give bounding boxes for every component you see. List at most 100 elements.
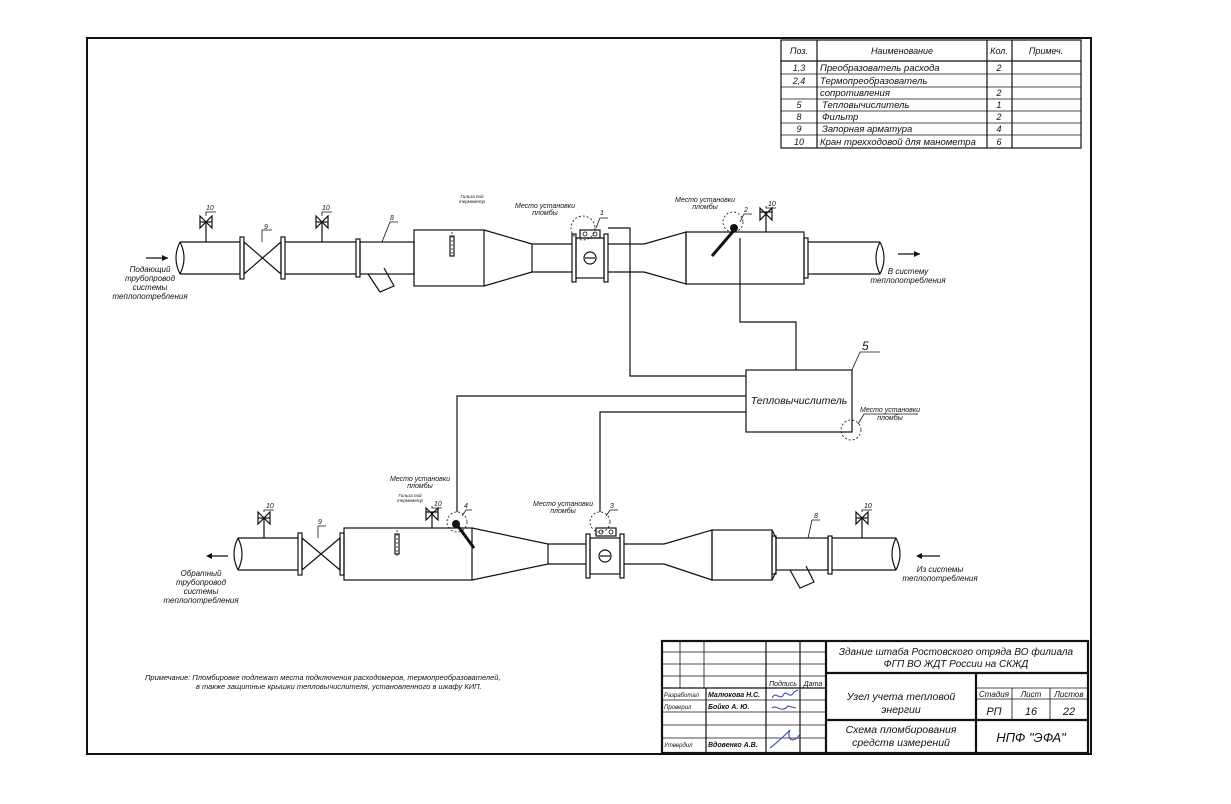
- spec-row-qty: 2: [995, 112, 1001, 122]
- seal-place-label: пломбы: [407, 482, 433, 490]
- spec-header-pos: Поз.: [790, 46, 808, 56]
- tag-label: 10: [434, 501, 442, 508]
- seal-mark: [570, 215, 596, 241]
- gauge-valve-10: [257, 510, 271, 538]
- tag-label: 10: [322, 205, 330, 212]
- note-line: Примечание: Пломбировке подлежат места п…: [145, 673, 501, 682]
- supply-out-label: В систему: [888, 267, 929, 276]
- tag-label: 10: [206, 205, 214, 212]
- role-label: Проверил: [664, 705, 692, 711]
- supply-in-label: Подающий: [130, 265, 171, 274]
- note: Примечание: Пломбировке подлежат места п…: [145, 673, 501, 691]
- spec-row-pos: 10: [794, 137, 804, 147]
- calculator-label: Тепловычислитель: [751, 395, 848, 407]
- organization-line: ФГП ВО ЖДТ России на СКЖД: [884, 659, 1029, 670]
- shutoff-valve-9: [243, 241, 282, 275]
- tag-label: 9: [264, 224, 268, 231]
- seal-mark: [840, 419, 862, 441]
- spec-row-qty: 6: [996, 137, 1001, 147]
- gauge-valve-10: [855, 510, 869, 538]
- col-sheets-label: Листов: [1053, 690, 1083, 699]
- company-name: НПФ "ЭФА": [996, 730, 1067, 745]
- sleeve-label: Гильза под: [461, 194, 484, 199]
- tag-label: 10: [768, 201, 776, 208]
- seal-place-label: пломбы: [692, 203, 718, 211]
- return-out-label: системы: [184, 587, 219, 596]
- col-stage-label: Стадия: [979, 690, 1010, 699]
- spec-row-pos: 9: [796, 124, 801, 134]
- tag-label: 10: [266, 503, 274, 510]
- seal-place-label: Место установки: [390, 476, 450, 483]
- sheet-title-line: средств измерений: [852, 737, 950, 749]
- tag-label: 2: [743, 207, 748, 214]
- spec-row-pos: 1,3: [793, 63, 806, 73]
- seal-mark: [589, 511, 611, 533]
- spec-row-name: Термопреобразователь: [820, 76, 927, 87]
- seal-place-label: пломбы: [550, 507, 576, 515]
- spec-row-name: Преобразователь расхода: [820, 63, 940, 74]
- return-out-label: Обратный: [180, 569, 222, 578]
- return-in-label: теплопотребления: [902, 574, 978, 583]
- signature: [771, 689, 799, 699]
- signature: [771, 705, 797, 710]
- diagram-labels: 10 10 9 8 1 2 10 5 10 9 10 4 3 8 10 Мест…: [112, 194, 978, 605]
- organization-line: Здание штаба Ростовского отряда ВО филиа…: [839, 646, 1074, 658]
- return-pipeline: [206, 506, 940, 589]
- title-block: Подпись Дата Разработал Малюкова Н.С. Пр…: [660, 639, 1090, 755]
- sheet-title-line: Схема пломбирования: [846, 724, 957, 736]
- tag-label: 9: [318, 519, 322, 526]
- thermosensor-2: [710, 227, 738, 257]
- spec-row-pos: 5: [796, 100, 802, 110]
- supply-in-label: трубопровод: [125, 274, 176, 283]
- role-name: Бойко А. Ю.: [708, 703, 750, 711]
- signal-wiring: [456, 227, 797, 512]
- object-line: энергии: [881, 704, 921, 716]
- supply-in-label: системы: [133, 283, 168, 292]
- col-sheet-label: Лист: [1020, 690, 1042, 699]
- spec-row-qty: 2: [995, 63, 1001, 73]
- spec-row-qty: 4: [996, 124, 1001, 134]
- shutoff-valve-9: [301, 537, 341, 571]
- tag-label: 10: [864, 503, 872, 510]
- supply-out-label: теплопотребления: [870, 276, 946, 285]
- sleeve-label: термометр: [397, 498, 424, 503]
- col-date-label: Дата: [803, 681, 823, 688]
- role-name: Вдовенко А.В.: [708, 741, 758, 749]
- gauge-valve-10: [759, 206, 773, 232]
- spec-row-name: Запорная арматура: [822, 124, 912, 135]
- return-out-label: теплопотребления: [163, 596, 239, 605]
- spec-row-pos: 2,4: [792, 76, 806, 86]
- sheets-value: 22: [1062, 706, 1075, 718]
- spec-row-name: Кран трехходовой для манометра: [820, 137, 976, 148]
- seal-place-label: Место установки: [515, 203, 575, 210]
- sleeve-label: термометр: [459, 199, 486, 204]
- tag-label: 8: [814, 513, 818, 520]
- role-label: Утвердил: [663, 743, 693, 749]
- role-name: Малюкова Н.С.: [708, 692, 760, 699]
- spec-header-qty: Кол.: [990, 46, 1008, 56]
- tag-label: 1: [600, 210, 604, 217]
- signature: [769, 729, 801, 749]
- gauge-valve-10: [199, 214, 213, 242]
- spec-row-pos: 8: [796, 112, 801, 122]
- spec-header-name: Наименование: [871, 46, 933, 56]
- object-line: Узел учета тепловой: [846, 691, 956, 703]
- supply-in-label: теплопотребления: [112, 292, 188, 301]
- tag-label: 8: [390, 215, 394, 222]
- seal-mark: [446, 511, 468, 533]
- col-sign-label: Подпись: [769, 680, 797, 688]
- tag-label: 5: [862, 339, 869, 353]
- return-in-label: Из системы: [917, 565, 964, 574]
- spec-header-note: Примеч.: [1029, 46, 1063, 56]
- spec-row-qty: 1: [996, 100, 1001, 110]
- filter-8: [775, 537, 829, 571]
- spec-row-name: сопротивления: [820, 88, 890, 99]
- spec-row-qty: 2: [995, 88, 1001, 98]
- filter-8: [359, 241, 415, 275]
- seal-place-label: Место установки: [860, 407, 920, 414]
- spec-row-name: Тепловычислитель: [822, 100, 909, 111]
- tag-label: 4: [464, 503, 468, 510]
- heat-calculator-5: Тепловычислитель: [745, 351, 918, 441]
- return-out-label: трубопровод: [176, 578, 227, 587]
